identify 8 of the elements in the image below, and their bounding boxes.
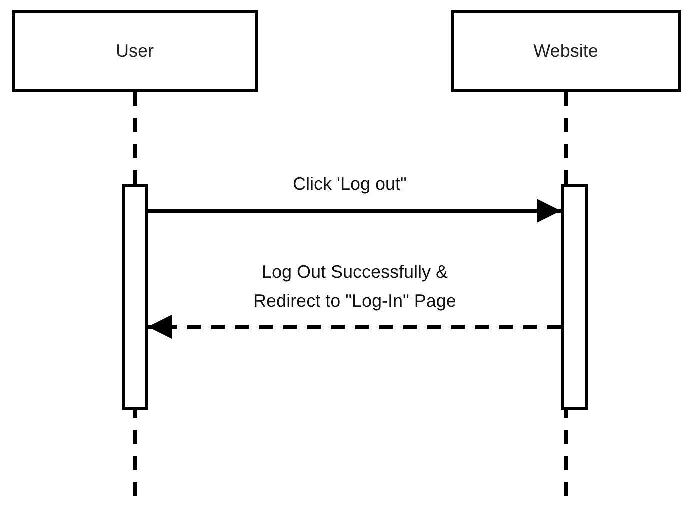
arrow (148, 199, 561, 223)
activation-bar (122, 184, 148, 410)
participant-box (451, 10, 681, 92)
participant-box (12, 10, 258, 92)
activation-bar (561, 184, 588, 410)
participant-name: User (116, 40, 154, 62)
participant-name: Website (534, 40, 598, 62)
dashed-arrow (148, 315, 561, 339)
